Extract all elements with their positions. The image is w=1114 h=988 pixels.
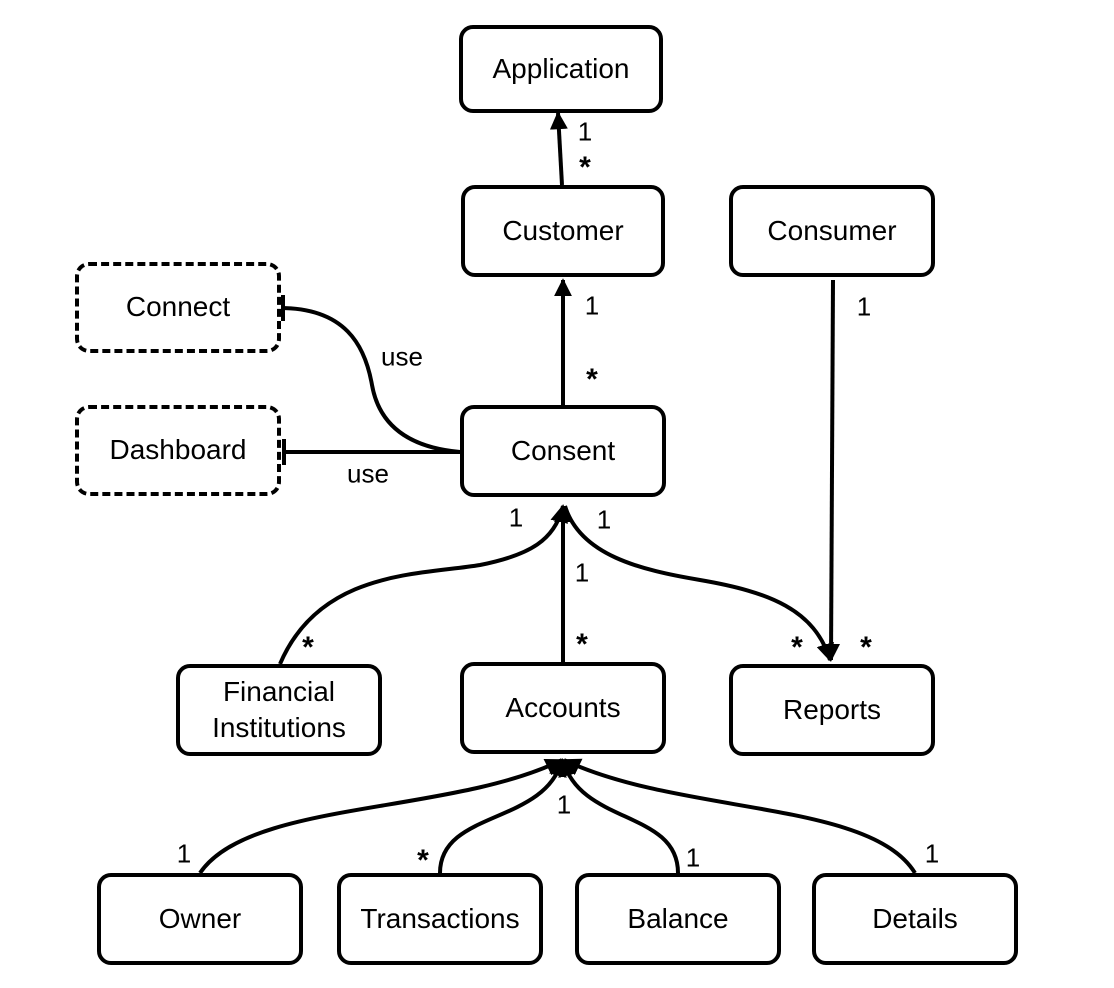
node-balance-label: Balance	[627, 902, 729, 934]
edge-customer-application	[549, 111, 568, 186]
node-application-label: Application	[492, 52, 630, 84]
mult-consent-customer-source: *	[586, 363, 598, 396]
edge-details-accounts	[562, 758, 917, 875]
node-transactions-label: Transactions	[360, 902, 520, 934]
node-dashboard[interactable]: Dashboard	[75, 405, 281, 496]
mult-consent-customer-target: 1	[584, 290, 600, 321]
node-owner-label: Owner	[158, 902, 242, 934]
mult-balance-accounts-source: 1	[685, 842, 701, 873]
node-reports-label: Reports	[782, 693, 882, 725]
node-application[interactable]: Application	[459, 25, 663, 113]
mult-consumer-reports-target: *	[860, 631, 872, 664]
mult-accounts-consent-source: *	[576, 628, 588, 661]
mult-reports-consent-target: 1	[596, 504, 612, 535]
mult-accounts-consent-target: 1	[574, 557, 590, 588]
node-connect[interactable]: Connect	[75, 262, 281, 353]
edge-consent-reports	[563, 505, 834, 662]
edge-balance-accounts	[558, 758, 680, 874]
node-consumer[interactable]: Consumer	[729, 185, 935, 277]
mult-balance-accounts-target: 1	[556, 789, 572, 820]
edge-connect-consent	[279, 306, 461, 454]
node-consumer-label: Consumer	[767, 214, 897, 246]
edge-owner-accounts	[198, 758, 564, 875]
node-consent-label: Consent	[510, 434, 616, 466]
node-consent[interactable]: Consent	[460, 405, 666, 497]
node-connect-label: Connect	[125, 291, 231, 323]
mult-fi-consent-target: 1	[508, 502, 524, 533]
node-reports[interactable]: Reports	[729, 664, 935, 756]
mult-consumer-reports-source: 1	[856, 291, 872, 322]
node-customer-label: Customer	[502, 214, 624, 246]
label-dashboard-use: use	[347, 458, 389, 489]
edge-consumer-reports	[822, 279, 841, 662]
node-transactions[interactable]: Transactions	[337, 873, 543, 965]
node-dashboard-label: Dashboard	[109, 434, 247, 466]
mult-details-accounts-source: 1	[924, 838, 940, 869]
node-details[interactable]: Details	[812, 873, 1018, 965]
mult-transactions-accounts-source: *	[417, 844, 429, 877]
node-customer[interactable]: Customer	[461, 185, 665, 277]
mult-fi-consent-source: *	[302, 631, 314, 664]
label-connect-use: use	[381, 341, 423, 372]
node-accounts[interactable]: Accounts	[460, 662, 666, 754]
node-financial-institutions[interactable]: Financial Institutions	[176, 664, 382, 756]
mult-customer-application-source: *	[579, 151, 591, 184]
node-balance[interactable]: Balance	[575, 873, 781, 965]
node-financial-institutions-label: Financial Institutions	[212, 675, 346, 743]
edge-transactions-accounts	[438, 758, 567, 874]
edge-fi-consent	[278, 504, 569, 665]
mult-reports-consent-source: *	[791, 631, 803, 664]
node-details-label: Details	[872, 902, 958, 934]
mult-customer-application-target: 1	[577, 116, 593, 147]
node-owner[interactable]: Owner	[97, 873, 303, 965]
mult-owner-accounts-source: 1	[176, 838, 192, 869]
node-accounts-label: Accounts	[505, 691, 621, 723]
